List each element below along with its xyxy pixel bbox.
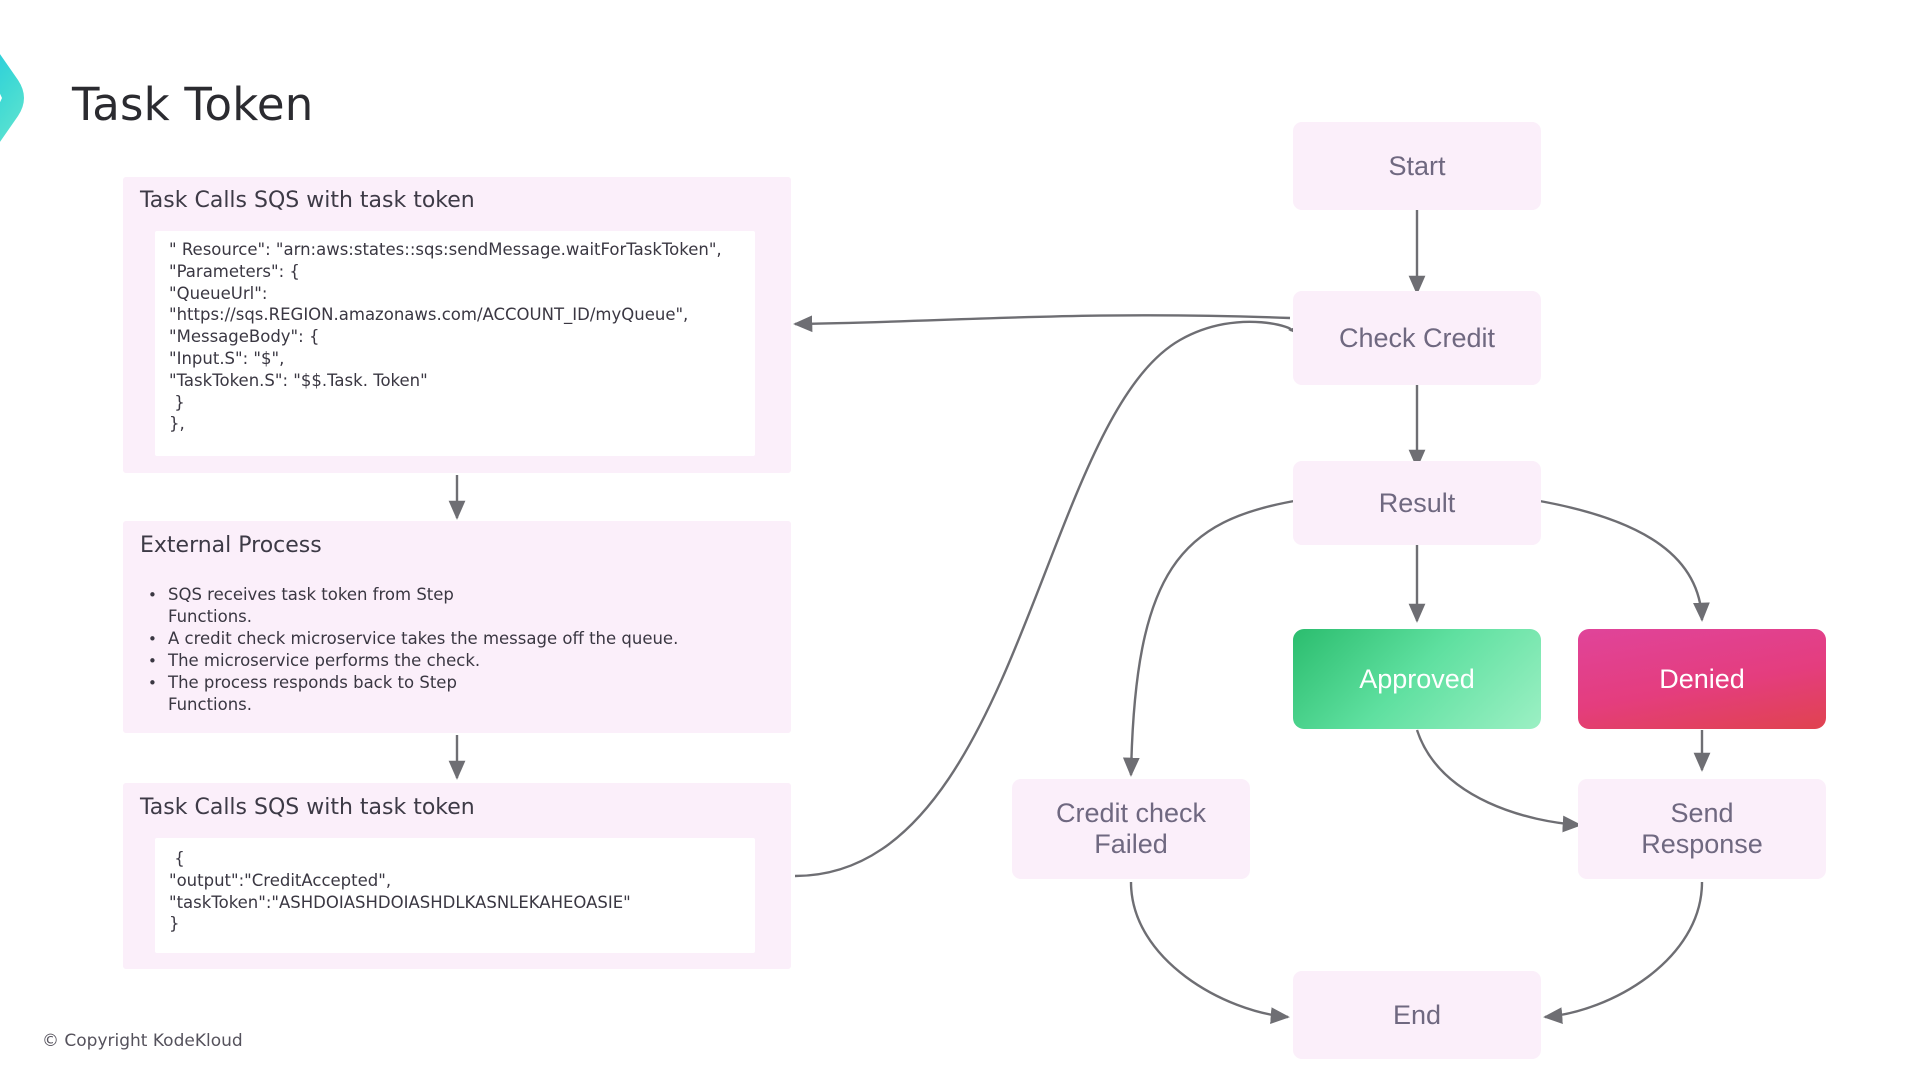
panel-heading-bottom: Task Calls SQS with task token bbox=[140, 795, 475, 820]
list-item: SQS receives task token from Step Functi… bbox=[140, 584, 780, 628]
code-line: "output":"CreditAccepted", bbox=[169, 870, 392, 890]
code-line: } bbox=[169, 392, 185, 412]
code-block-top: " Resource": "arn:aws:states::sqs:sendMe… bbox=[169, 239, 769, 435]
copyright-text: © Copyright KodeKloud bbox=[42, 1031, 243, 1051]
code-line: " Resource": "arn:aws:states::sqs:sendMe… bbox=[169, 240, 722, 259]
list-item: The microservice performs the check. bbox=[140, 650, 780, 672]
code-line: "MessageBody": { bbox=[169, 327, 320, 347]
code-card-bottom bbox=[155, 838, 755, 953]
code-line: } bbox=[169, 914, 180, 934]
panel-heading-external-process: External Process bbox=[140, 533, 322, 558]
code-card-top bbox=[155, 231, 755, 456]
flow-node-denied[interactable]: Denied bbox=[1578, 629, 1826, 729]
code-line: "https://sqs.REGION.amazonaws.com/ACCOUN… bbox=[169, 305, 689, 325]
code-block-bottom: { "output":"CreditAccepted", "taskToken"… bbox=[169, 848, 769, 935]
flow-node-result[interactable]: Result bbox=[1293, 461, 1541, 545]
code-line: "QueueUrl": bbox=[169, 283, 268, 303]
code-line: "taskToken":"ASHDOIASHDOIASHDLKASNLEKAHE… bbox=[169, 892, 631, 912]
code-line: "TaskToken.S": "$$.Task. Token" bbox=[169, 370, 428, 390]
flow-node-start[interactable]: Start bbox=[1293, 122, 1541, 210]
list-item: A credit check microservice takes the me… bbox=[140, 628, 780, 650]
flow-node-check-credit[interactable]: Check Credit bbox=[1293, 291, 1541, 385]
code-line: { bbox=[169, 849, 185, 868]
flow-node-approved[interactable]: Approved bbox=[1293, 629, 1541, 729]
kodekloud-logo-icon bbox=[0, 54, 24, 142]
flow-node-end[interactable]: End bbox=[1293, 971, 1541, 1059]
code-line: "Input.S": "$", bbox=[169, 348, 285, 368]
panel-heading-top: Task Calls SQS with task token bbox=[140, 188, 475, 213]
flow-node-credit-check-failed[interactable]: Credit check Failed bbox=[1012, 779, 1250, 879]
code-line: }, bbox=[169, 414, 185, 434]
flow-node-send-response[interactable]: Send Response bbox=[1578, 779, 1826, 879]
list-item: The process responds back to Step Functi… bbox=[140, 672, 780, 716]
external-process-bullet-list: SQS receives task token from Step Functi… bbox=[140, 584, 780, 716]
code-line: "Parameters": { bbox=[169, 261, 300, 281]
page-title: Task Token bbox=[72, 78, 314, 131]
